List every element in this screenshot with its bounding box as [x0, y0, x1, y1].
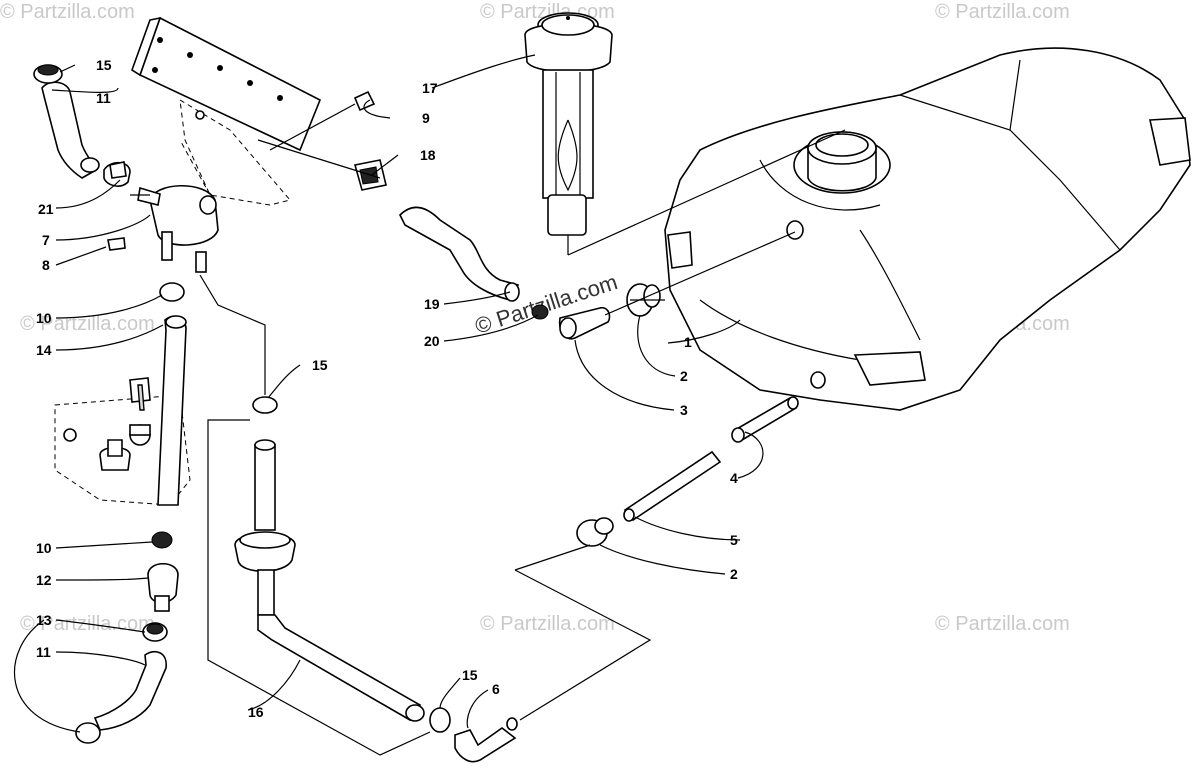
watermark: © Partzilla.com — [935, 613, 1070, 635]
bolt-9 — [269, 90, 376, 151]
callout-2: 2 — [730, 566, 738, 582]
callout-3: 3 — [680, 402, 688, 418]
callout-14: 14 — [36, 342, 52, 358]
callout-15: 15 — [462, 667, 478, 683]
watermark: © Partzilla.com — [480, 613, 615, 635]
tube-5 — [623, 450, 722, 522]
callout-11: 11 — [36, 644, 51, 660]
callout-16: 16 — [248, 704, 264, 720]
callout-8: 8 — [42, 257, 50, 273]
cap-15-top — [33, 64, 63, 84]
callout-4: 4 — [730, 470, 738, 486]
callout-numbers: 15 11 21 7 8 10 14 10 12 13 11 9 18 17 1… — [36, 57, 738, 720]
callout-12: 12 — [36, 572, 52, 588]
cap-10-upper — [159, 282, 185, 302]
elbow-6 — [454, 717, 518, 763]
elbow-3 — [558, 306, 611, 340]
fuel-tank — [664, 47, 1191, 411]
leader-lines — [51, 54, 764, 729]
cap-15-bottom — [429, 707, 451, 733]
callout-9: 9 — [422, 110, 430, 126]
hose-11-top — [41, 81, 100, 179]
clamp-21 — [103, 161, 131, 187]
cap-10-lower — [151, 531, 173, 549]
callout-1: 1 — [684, 334, 692, 350]
hose-11-bottom — [75, 651, 167, 744]
vent-valve — [107, 184, 219, 273]
fuel-hose-16 — [234, 396, 425, 722]
inline-filter-12 — [147, 562, 179, 612]
callout-11: 11 — [96, 90, 111, 106]
callout-7: 7 — [42, 232, 50, 248]
callout-10: 10 — [36, 540, 52, 556]
grommet-2-lower — [576, 517, 614, 547]
clamp-13 — [142, 622, 168, 642]
callout-2: 2 — [680, 368, 688, 384]
callout-19: 19 — [424, 296, 440, 312]
watermark: © Partzilla.com — [20, 313, 155, 335]
callout-21: 21 — [38, 201, 54, 217]
watermark: © Partzilla.com — [0, 1, 135, 23]
callout-17: 17 — [422, 80, 438, 96]
watermark: © Partzilla.com — [935, 1, 1070, 23]
watermarks: © Partzilla.com © Partzilla.com © Partzi… — [0, 1, 1070, 635]
fuel-cap-sender — [524, 12, 613, 255]
hose-14 — [157, 315, 187, 506]
fitting-4 — [731, 396, 799, 443]
callout-5: 5 — [730, 532, 738, 548]
callout-10: 10 — [36, 310, 52, 326]
vent-hose-19 — [399, 206, 520, 302]
callout-20: 20 — [424, 333, 440, 349]
callout-15: 15 — [312, 357, 328, 373]
frame-bracket — [131, 16, 322, 206]
assembly-lines — [14, 129, 846, 756]
callout-6: 6 — [492, 681, 500, 697]
callout-18: 18 — [420, 147, 436, 163]
callout-13: 13 — [36, 612, 52, 628]
callout-15: 15 — [96, 57, 112, 73]
